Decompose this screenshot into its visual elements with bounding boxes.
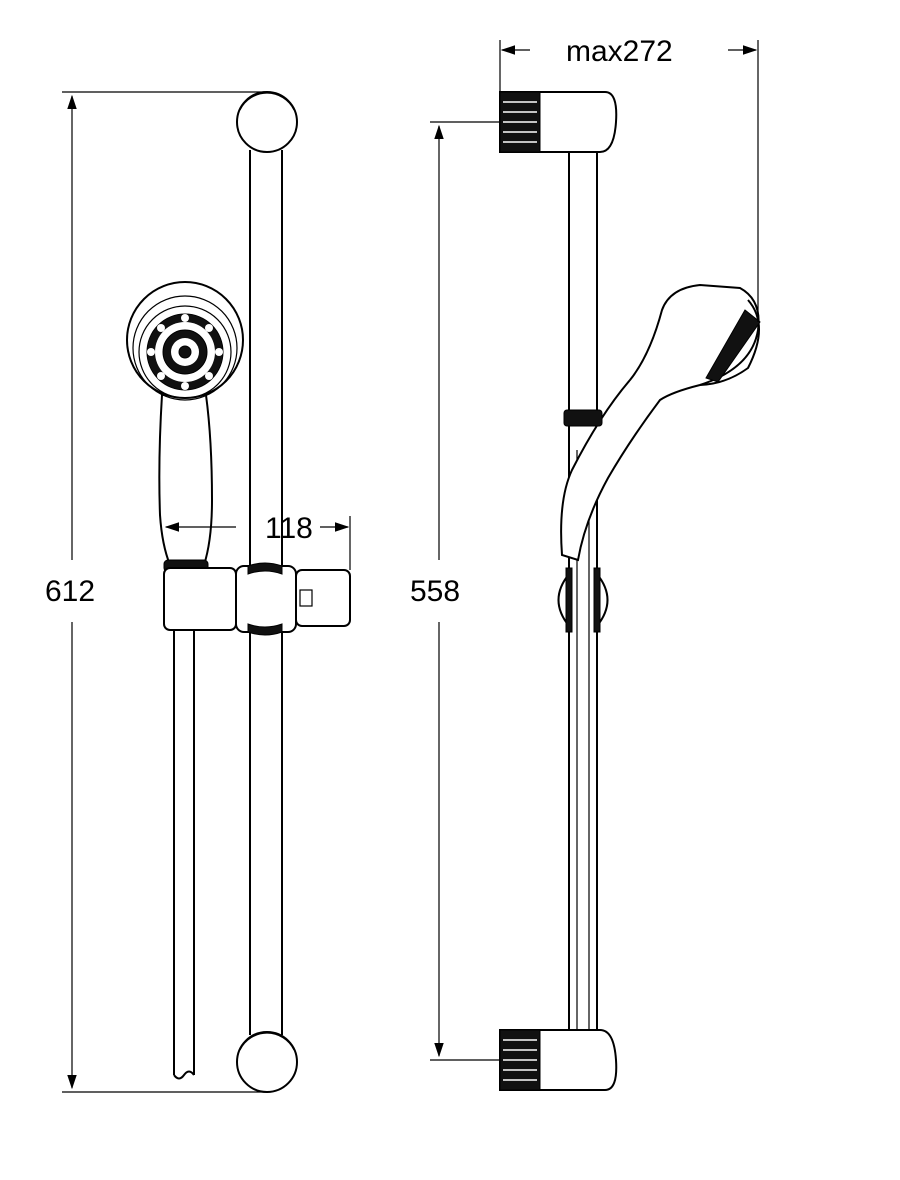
dim-mount-distance: 558 (410, 121, 500, 1061)
dim-max272-label: max272 (566, 35, 673, 68)
top-bracket-side (499, 91, 618, 153)
holder-side (557, 567, 609, 633)
dim-max-projection: max272 (499, 35, 759, 322)
dim-612-label: 612 (45, 575, 95, 608)
hand-shower-side (560, 283, 761, 562)
rail-ring (563, 409, 603, 427)
bottom-bracket-side (499, 1029, 618, 1091)
dim-total-height: 612 (45, 91, 268, 1093)
top-wall-bracket (236, 91, 298, 153)
dim-558-label: 558 (410, 575, 460, 608)
dim-118-label: 118 (265, 512, 313, 545)
shower-head-front (126, 281, 244, 401)
slider-holder (163, 562, 351, 636)
dim-holder-projection: 118 (164, 512, 351, 570)
shower-hose (173, 628, 195, 1080)
front-view: 612 118 (45, 91, 351, 1093)
rail-bar-side (568, 150, 598, 1075)
side-view: 558 max272 (410, 35, 761, 1091)
hand-shower-handle (158, 394, 214, 573)
bottom-wall-bracket (236, 1031, 298, 1093)
